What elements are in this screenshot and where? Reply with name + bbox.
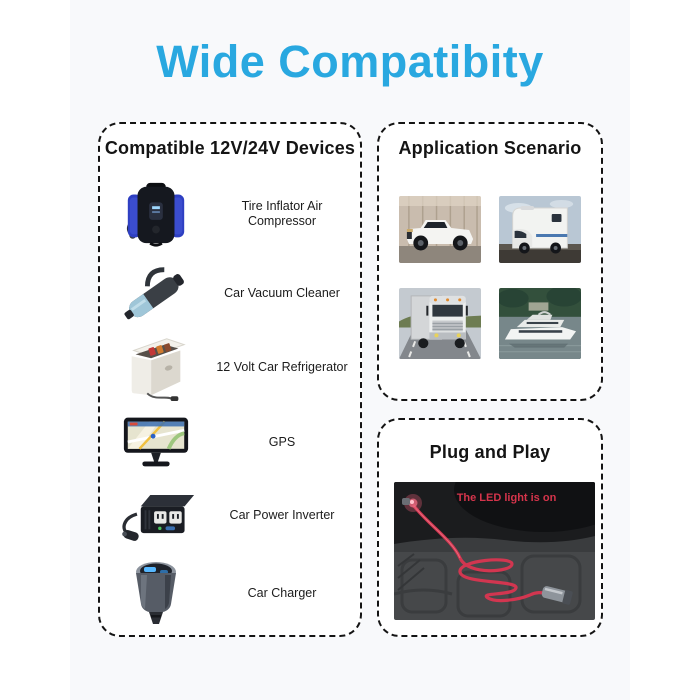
device-label: Car Vacuum Cleaner — [224, 285, 340, 300]
application-scenario-box: Application Scenario — [377, 122, 603, 401]
device-label: Car Power Inverter — [229, 507, 335, 522]
yacht-photo — [499, 288, 581, 359]
gps-navigator-icon — [100, 414, 212, 470]
pickup-truck-photo — [399, 196, 481, 263]
rv-camper-photo — [499, 196, 581, 263]
led-status-text: The LED light is on — [456, 492, 557, 504]
device-row-car-charger: Car Charger — [100, 551, 360, 635]
scenario-photo-grid — [399, 196, 581, 359]
device-row-power-inverter: Car Power Inverter — [100, 479, 360, 551]
tire-inflator-icon — [100, 180, 212, 248]
car-refrigerator-icon — [100, 330, 212, 404]
yacht-photo — [499, 288, 581, 359]
device-row-car-refrigerator: 12 Volt Car Refrigerator — [100, 329, 360, 405]
device-row-gps: GPS — [100, 406, 360, 478]
car-refrigerator-icon — [131, 338, 186, 402]
device-label: 12 Volt Car Refrigerator — [216, 359, 348, 374]
semi-truck-photo — [399, 288, 481, 359]
plug-and-play-box: Plug and Play — [377, 418, 603, 637]
plug-and-play-header: Plug and Play — [429, 442, 551, 462]
gps-navigator-icon — [123, 417, 189, 467]
device-row-tire-inflator: Tire Inflator Air Compressor — [100, 174, 360, 254]
car-charger-icon — [100, 557, 212, 629]
semi-truck-photo — [399, 288, 481, 359]
power-inverter-icon — [122, 495, 195, 541]
device-row-car-vacuum: Car Vacuum Cleaner — [100, 257, 360, 329]
car-charger-icon — [136, 562, 176, 624]
car-vacuum-icon — [124, 267, 184, 320]
application-scenario-header: Application Scenario — [398, 138, 582, 158]
power-inverter-icon — [100, 484, 212, 546]
car-vacuum-icon — [100, 263, 212, 323]
device-label: GPS — [268, 434, 296, 449]
pickup-truck-photo — [399, 196, 481, 263]
compatible-devices-header: Compatible 12V/24V Devices — [104, 138, 356, 158]
compatible-devices-box: Compatible 12V/24V Devices Tire Inflator… — [98, 122, 362, 637]
tire-inflator-icon — [126, 182, 185, 247]
cable-in-trunk-photo: The LED light is on — [394, 482, 595, 620]
page-title: Wide Compatibity — [156, 36, 544, 87]
device-label: Tire Inflator Air Compressor — [241, 199, 323, 228]
rv-camper-photo — [499, 196, 581, 263]
cable-in-trunk-photo — [394, 482, 595, 620]
device-label: Car Charger — [247, 585, 317, 600]
